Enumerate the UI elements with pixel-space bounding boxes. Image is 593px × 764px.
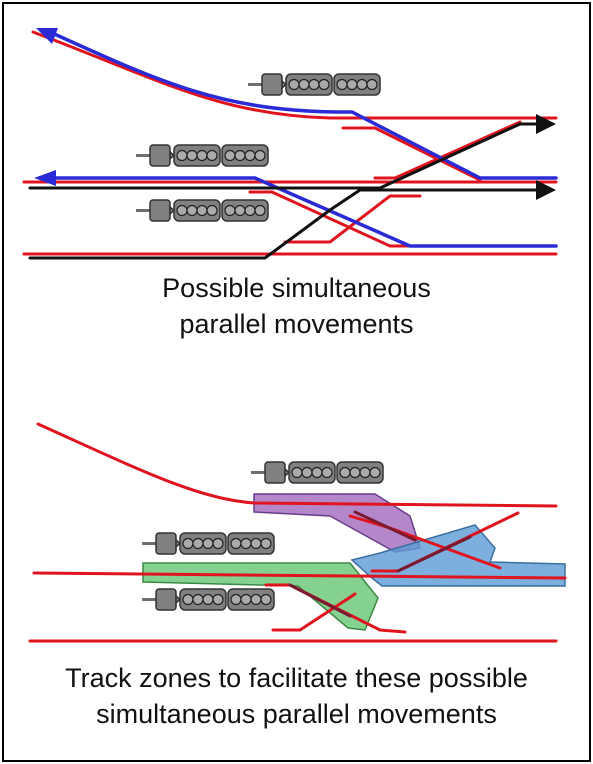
- bottom-caption: Track zones to facilitate these possible…: [0, 660, 593, 732]
- zone-green: [142, 562, 379, 631]
- arrow-head-icon: [36, 28, 58, 44]
- top-tracks: [22, 30, 558, 256]
- track-zones: [142, 493, 566, 631]
- train-signal-icon: [141, 588, 275, 611]
- bottom-tracks: [28, 422, 567, 643]
- bottom-track-dark-segments: [288, 510, 472, 618]
- arrow-head-icon: [536, 114, 556, 134]
- top-caption-line2: parallel movements: [179, 309, 414, 339]
- blue-arrow-heads: [34, 28, 58, 186]
- train-signal-icon: [135, 144, 269, 167]
- arrow-head-icon: [34, 170, 56, 186]
- train-signal-icon: [250, 461, 384, 484]
- black-arrow-heads: [536, 114, 556, 200]
- black-route: [28, 122, 542, 260]
- train-signal-icon: [247, 73, 381, 96]
- bottom-caption-line1: Track zones to facilitate these possible: [65, 663, 528, 693]
- top-caption: Possible simultaneous parallel movements: [0, 270, 593, 342]
- zone-blue: [350, 524, 566, 587]
- train-signal-icon: [141, 532, 275, 555]
- top-caption-line1: Possible simultaneous: [162, 273, 431, 303]
- arrow-head-icon: [536, 180, 556, 200]
- train-signal-icon: [135, 199, 269, 222]
- bottom-caption-line2: simultaneous parallel movements: [96, 699, 497, 729]
- blue-route: [48, 30, 558, 248]
